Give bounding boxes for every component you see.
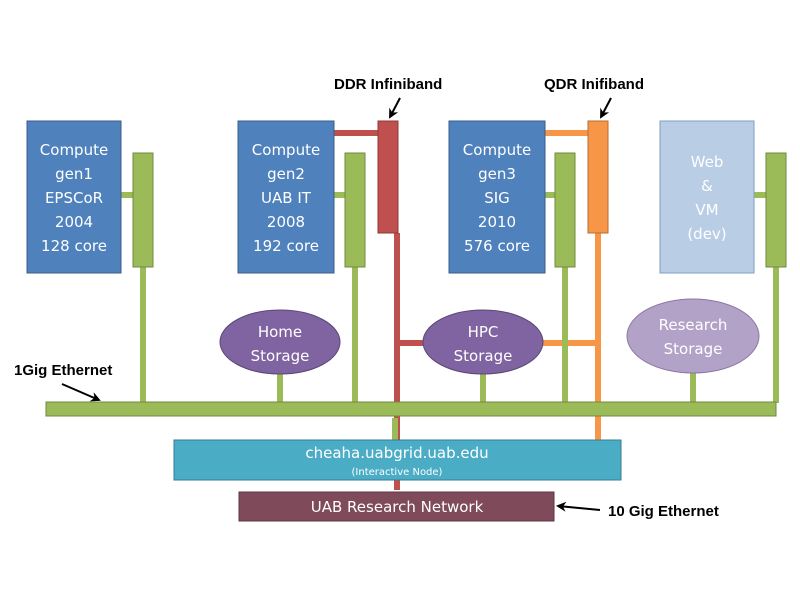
gig10-arrow-icon (556, 501, 601, 512)
compute-gen2-line4: 192 core (253, 237, 319, 255)
hpc-storage: HPC Storage (422, 309, 544, 375)
compute-node-gen2: Compute gen2 UAB IT 2008 192 core (237, 120, 335, 274)
web-vm-line2: VM (695, 201, 718, 219)
ethernet-1gig-label: 1Gig Ethernet (14, 362, 112, 379)
research-storage-line1: Storage (664, 340, 723, 358)
switch-gen1 (132, 152, 154, 268)
compute-gen1-line0: Compute (40, 141, 108, 159)
qdr-infiniband-switch (587, 120, 609, 234)
ethernet-switches (132, 152, 787, 268)
compute-node-gen3: Compute gen3 SIG 2010 576 core (448, 120, 546, 274)
compute-gen2-line2: UAB IT (261, 189, 312, 207)
web-vm-line3: (dev) (687, 225, 726, 243)
switch-gen3 (554, 152, 576, 268)
switch-web (765, 152, 787, 268)
compute-gen3-line1: gen3 (478, 165, 516, 183)
ethernet-10gig-label: 10 Gig Ethernet (608, 503, 719, 520)
home-storage-line0: Home (258, 323, 302, 341)
hpc-storage-line1: Storage (454, 347, 513, 365)
compute-node-gen1: Compute gen1 EPSCoR 2004 128 core (26, 120, 122, 274)
cheaha-interactive-node: cheaha.uabgrid.uab.edu (Interactive Node… (173, 439, 622, 481)
qdr-infiniband-label: QDR Inifiband (544, 76, 644, 93)
qdr-arrow-icon (600, 97, 612, 119)
hpc-storage-line0: HPC (468, 323, 499, 341)
research-storage-line0: Research (659, 316, 728, 334)
ethernet-links (121, 192, 779, 440)
compute-gen2-line1: gen2 (267, 165, 305, 183)
web-vm-line1: & (701, 177, 713, 195)
ddr-infiniband-label: DDR Infiniband (334, 76, 442, 93)
compute-gen2-line0: Compute (252, 141, 320, 159)
research-network-label: UAB Research Network (311, 498, 484, 516)
gig1-arrow-icon (61, 383, 101, 402)
home-storage-line1: Storage (251, 347, 310, 365)
compute-gen3-line3: 2010 (478, 213, 516, 231)
compute-gen1-line3: 2004 (55, 213, 93, 231)
compute-gen2-line3: 2008 (267, 213, 305, 231)
ethernet-1gig-bus (45, 401, 777, 417)
compute-gen3-line2: SIG (484, 189, 510, 207)
switch-gen2 (344, 152, 366, 268)
home-storage: Home Storage (219, 309, 341, 375)
web-vm-line0: Web (691, 153, 724, 171)
compute-gen1-line2: EPSCoR (45, 189, 103, 207)
compute-gen3-line0: Compute (463, 141, 531, 159)
compute-gen1-line1: gen1 (55, 165, 93, 183)
uab-research-network: UAB Research Network (238, 491, 555, 522)
compute-gen3-line4: 576 core (464, 237, 530, 255)
compute-gen1-line4: 128 core (41, 237, 107, 255)
ddr-arrow-icon (389, 97, 401, 119)
cheaha-subtitle: (Interactive Node) (352, 467, 443, 478)
cheaha-title: cheaha.uabgrid.uab.edu (305, 444, 488, 462)
ddr-infiniband-switch (377, 120, 399, 234)
research-storage: Research Storage (626, 298, 760, 374)
web-vm-node: Web & VM (dev) (659, 120, 755, 274)
